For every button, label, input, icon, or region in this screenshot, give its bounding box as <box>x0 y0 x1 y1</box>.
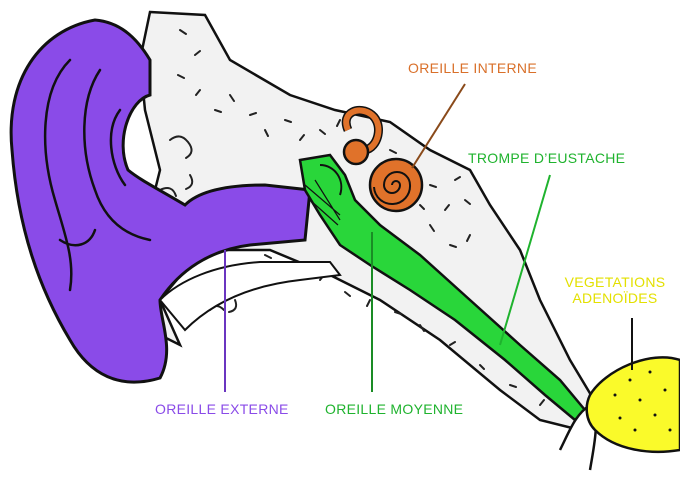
label-vegetations-adenoides: VEGETATIONS ADENOÏDES <box>560 274 670 306</box>
label-vegetations-line1: VEGETATIONS <box>560 274 670 290</box>
label-oreille-interne: OREILLE INTERNE <box>408 60 537 76</box>
label-trompe-eustache: TROMPE D’EUSTACHE <box>468 150 625 166</box>
label-oreille-externe: OREILLE EXTERNE <box>155 401 289 417</box>
label-oreille-moyenne: OREILLE MOYENNE <box>325 401 463 417</box>
label-vegetations-line2: ADENOÏDES <box>560 290 670 306</box>
adenoids <box>587 357 680 451</box>
